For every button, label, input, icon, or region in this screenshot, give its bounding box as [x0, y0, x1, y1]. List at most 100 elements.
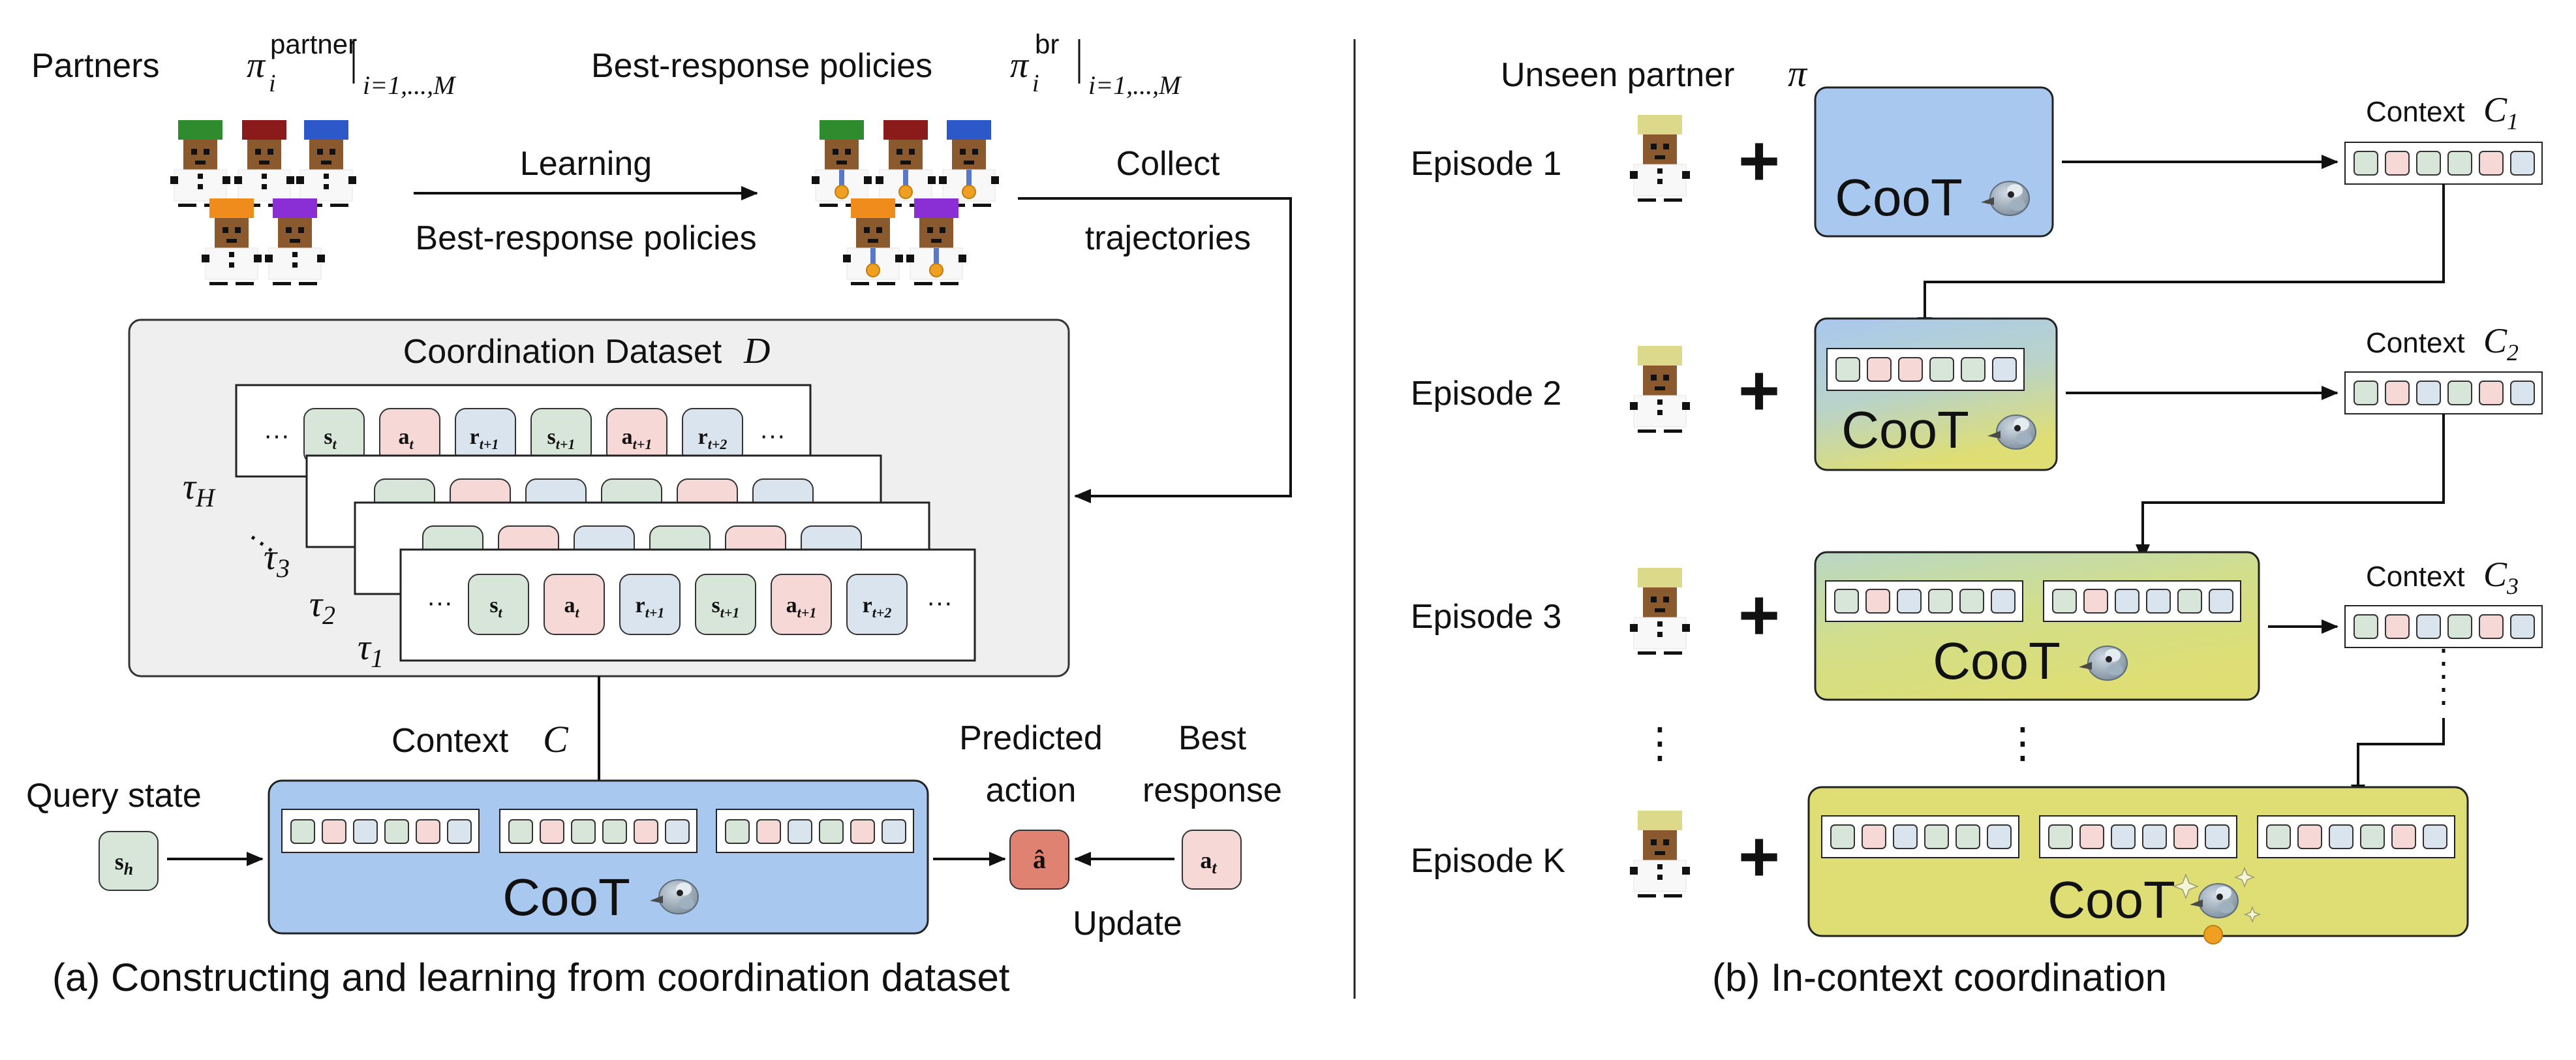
context-token-strip	[716, 809, 914, 853]
svg-text:Collect: Collect	[1116, 145, 1220, 183]
coot-model-box: CooT	[268, 779, 929, 935]
svg-text:···: ···	[759, 421, 786, 450]
svg-text:Query state: Query state	[26, 777, 202, 815]
svg-text:τ1: τ1	[358, 627, 384, 673]
svg-text:br: br	[1035, 29, 1059, 59]
svg-text:+: +	[1738, 351, 1780, 431]
context-token-strip	[2043, 580, 2241, 622]
chef-agent-icon	[264, 198, 326, 286]
svg-text:Best-response policies: Best-response policies	[591, 47, 932, 85]
medal-icon	[835, 170, 849, 199]
svg-text:+: +	[1738, 575, 1780, 655]
svg-text:C1: C1	[2483, 90, 2519, 134]
medal-icon	[2203, 925, 2223, 944]
chef-agent-icon	[842, 198, 904, 286]
svg-text:⋮: ⋮	[1639, 719, 1681, 766]
collect-trajectories-arrow: Collect trajectories	[1018, 145, 1292, 503]
chef-agent-icon	[201, 198, 262, 286]
svg-text:rt+1: rt+1	[470, 425, 499, 452]
svg-text:CooT: CooT	[2047, 871, 2175, 929]
query-state: Query state sh	[26, 777, 264, 891]
best-response-heading: Best-response policies π br i i=1,...,M	[591, 29, 1182, 100]
token-list	[303, 408, 743, 464]
svg-text:Best-response policies: Best-response policies	[415, 219, 756, 257]
context-token-strip	[499, 809, 698, 853]
svg-text:Predicted: Predicted	[959, 719, 1103, 757]
svg-text:CooT: CooT	[1841, 401, 1969, 459]
svg-text:C: C	[543, 718, 569, 760]
chef-agent-icon	[1629, 115, 1691, 202]
svg-text:π: π	[1788, 52, 1808, 95]
context-arrow: Context C	[391, 676, 606, 805]
svg-text:Best: Best	[1178, 719, 1247, 757]
svg-text:at: at	[564, 593, 579, 621]
svg-text:rt+2: rt+2	[863, 593, 892, 621]
svg-text:Context: Context	[2366, 96, 2465, 128]
context-token-strip	[1826, 348, 2025, 391]
svg-text:⋮: ⋮	[2002, 719, 2044, 766]
svg-text:···: ···	[427, 588, 453, 617]
svg-text:π: π	[1010, 45, 1030, 86]
svg-text:Coordination Dataset: Coordination Dataset	[403, 333, 722, 371]
svg-text:â: â	[1033, 845, 1046, 874]
svg-text:τH: τH	[183, 467, 216, 512]
svg-text:at: at	[1200, 847, 1217, 877]
chef-agent-icon	[811, 120, 872, 208]
svg-text:CooT: CooT	[1835, 168, 1963, 226]
svg-text:CooT: CooT	[1933, 632, 2061, 690]
svg-text:at+1: at+1	[622, 425, 652, 452]
prediction-block: Predicted action â Best response at Upda…	[933, 719, 1282, 943]
svg-text:rt+2: rt+2	[698, 425, 728, 452]
best-response-chefs-group	[811, 120, 1000, 286]
svg-text:trajectories: trajectories	[1085, 219, 1251, 257]
svg-text:Episode 2: Episode 2	[1411, 375, 1561, 413]
svg-text:τ3: τ3	[264, 537, 290, 583]
chef-agent-icon	[170, 120, 231, 208]
context-token-strip	[2344, 371, 2543, 414]
svg-text:+: +	[1738, 121, 1780, 201]
svg-text:Learning: Learning	[520, 145, 652, 183]
chef-agent-icon	[906, 198, 967, 286]
episode-row-k: Episode K +	[1411, 786, 2469, 944]
chef-agent-icon	[1629, 346, 1691, 433]
context-token-strip	[281, 809, 480, 853]
svg-text:CooT: CooT	[502, 868, 630, 926]
chef-agent-icon	[234, 120, 295, 208]
partner-chefs-group	[170, 120, 357, 286]
episode-row-2: Episode 2 + CooT Context C2	[1411, 317, 2543, 561]
medal-icon	[929, 248, 943, 277]
sparkle-icon	[2172, 866, 2262, 924]
svg-text:st: st	[489, 593, 502, 621]
svg-text:sh: sh	[115, 849, 133, 879]
svg-text:Unseen partner: Unseen partner	[1501, 56, 1734, 94]
svg-text:at: at	[398, 425, 414, 452]
medal-icon	[962, 170, 976, 199]
svg-text:π: π	[247, 45, 266, 86]
context-token-strip	[2344, 605, 2543, 648]
svg-text:Partners: Partners	[31, 47, 160, 85]
svg-text:i: i	[269, 70, 276, 97]
svg-text:i=1,...,M: i=1,...,M	[363, 70, 457, 100]
svg-text:C2: C2	[2483, 321, 2519, 366]
unseen-partner-heading: Unseen partner π	[1501, 52, 1808, 95]
svg-text:at+1: at+1	[786, 593, 817, 621]
svg-text:Context: Context	[391, 722, 509, 760]
context-token-strip	[2257, 815, 2455, 858]
svg-text:rt+1: rt+1	[636, 593, 665, 621]
svg-text:i: i	[1032, 70, 1039, 97]
partners-heading: Partners π partner i i=1,...,M	[31, 29, 457, 100]
context-token-strip	[2344, 142, 2543, 185]
svg-text:i=1,...,M: i=1,...,M	[1088, 70, 1182, 100]
svg-text:···: ···	[264, 421, 290, 450]
medal-icon	[866, 248, 880, 277]
svg-text:C3: C3	[2483, 555, 2519, 599]
svg-text:response: response	[1142, 772, 1282, 809]
caption-b: (b) In-context coordination	[1712, 956, 2167, 999]
svg-text:Episode K: Episode K	[1411, 842, 1565, 880]
medal-icon	[898, 170, 913, 199]
svg-text:Update: Update	[1073, 905, 1182, 943]
ellipsis-rows: ⋮ ⋮	[1639, 719, 2044, 766]
caption-a: (a) Constructing and learning from coord…	[52, 956, 1010, 999]
chef-agent-icon	[296, 120, 357, 208]
